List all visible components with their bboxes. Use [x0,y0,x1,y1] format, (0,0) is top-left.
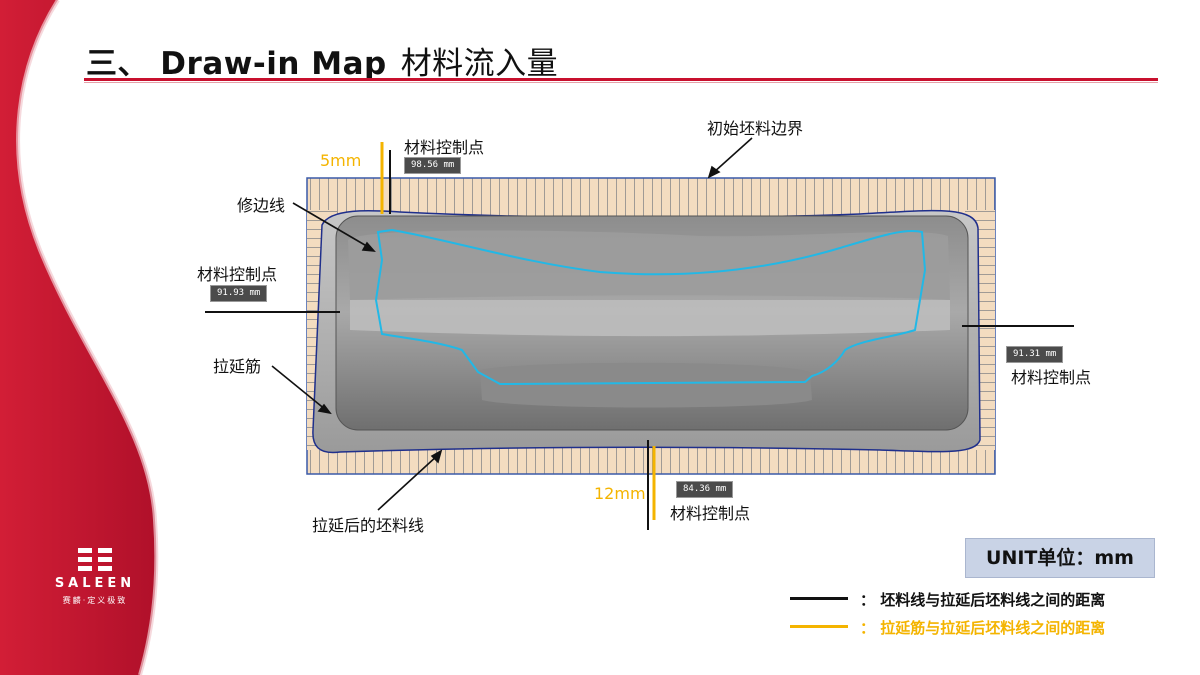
measure-tag-bottom: 84.36 mm [676,481,734,498]
legend-line-black [790,597,848,600]
logo-wordmark: SALEEN [54,576,136,591]
measure-tag-right: 91.31 mm [1006,346,1064,363]
trim-line-curve [374,228,927,386]
label-yellow-top: 5mm [320,151,362,170]
label-draw-bead: 拉延筋 [213,357,262,376]
title-en: 三、 Draw-in Map [86,46,387,82]
measure-tag-left: 91.93 mm [210,285,268,302]
page-title: 三、 Draw-in Map 材料流入量 [86,38,558,83]
saleen-logo-icon [78,548,112,571]
label-trim-line: 修边线 [237,196,286,215]
label-control-point-top: 材料控制点 [404,138,485,157]
label-control-point-bottom: 材料控制点 [670,504,751,523]
legend-line-yellow [790,625,848,628]
label-drawn-blank-line: 拉延后的坯料线 [312,516,425,535]
logo-subtitle: 赛麟·定义极致 [62,596,128,605]
title-cn: 材料流入量 [400,46,559,82]
label-control-point-left: 材料控制点 [197,265,278,284]
unit-box: UNIT单位：mm [965,538,1155,578]
label-control-point-right: 材料控制点 [1011,368,1092,387]
label-yellow-bottom: 12mm [594,484,646,503]
legend-text-black: ： 坯料线与拉延后坯料线之间的距离 [860,591,1106,609]
measure-tag-top: 98.56 mm [404,157,462,174]
label-initial-blank-edge: 初始坯料边界 [707,119,804,138]
legend-text-yellow: ： 拉延筋与拉延后坯料线之间的距离 [860,619,1106,637]
title-underline [84,78,1158,81]
title-underline-thin [84,82,1158,83]
annotation-arrows [271,137,753,511]
